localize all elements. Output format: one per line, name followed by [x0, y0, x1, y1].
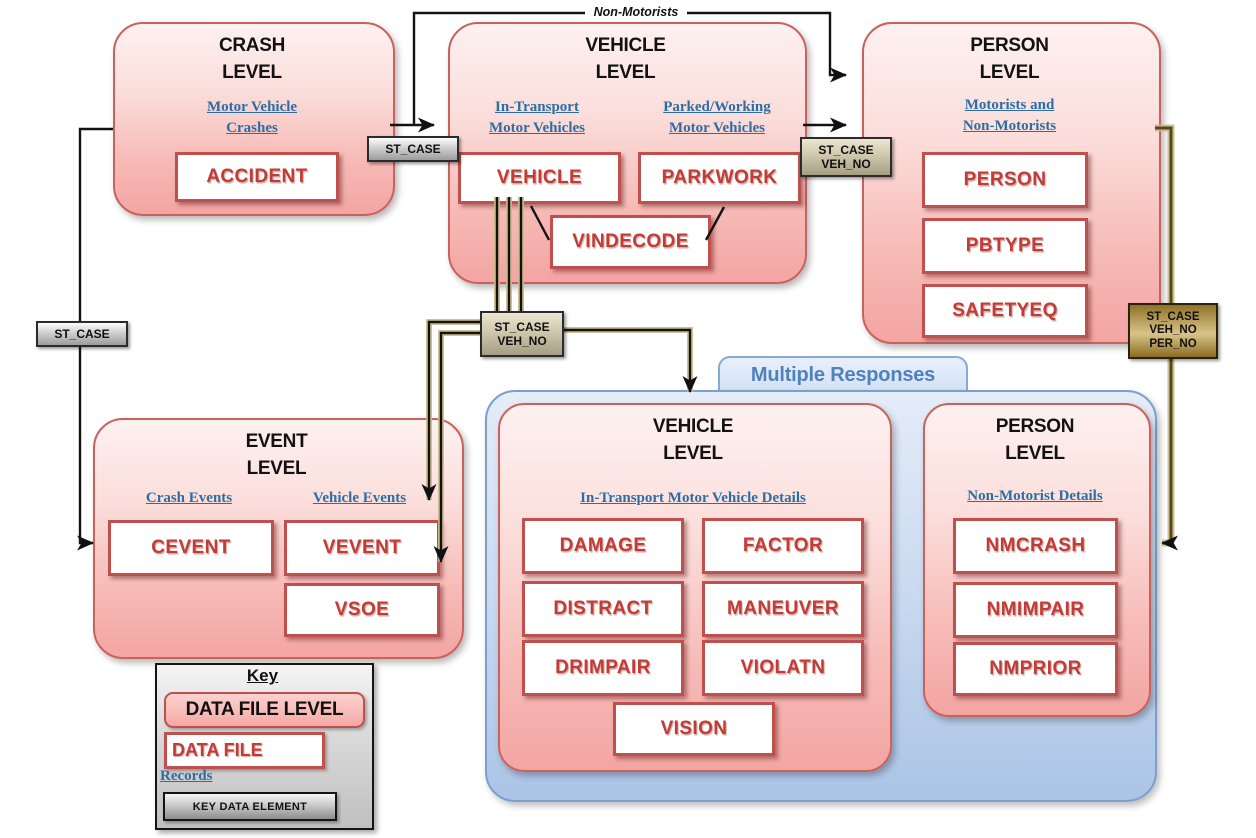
file-vindecode: VINDECODE [550, 215, 711, 269]
veh-label-top-line2: VEH_NO [821, 157, 871, 171]
in-transport-line2: Motor Vehicles [489, 120, 585, 136]
st-case-label-crash-vehicle: ST_CASE [367, 136, 459, 162]
crash-title-line2: LEVEL [222, 62, 282, 83]
per-label-line1: ST_CASE [1146, 310, 1200, 323]
file-damage: DAMAGE [522, 518, 684, 574]
legend-records: Records [160, 768, 213, 784]
crash-subtitle: Motor Vehicle Crashes [113, 97, 391, 139]
st-case-veh-no-label-mid: ST_CASE VEH_NO [480, 311, 564, 357]
person-subtitle-line1: Motorists and [964, 97, 1055, 113]
mr-person-subtitle: Non-Motorist Details [923, 486, 1147, 507]
file-distract: DISTRACT [522, 581, 684, 637]
st-case-veh-no-per-no-label: ST_CASE VEH_NO PER_NO [1128, 303, 1218, 359]
legend-key-data-element: KEY DATA ELEMENT [163, 792, 337, 821]
per-label-line3: PER_NO [1149, 337, 1197, 350]
file-drimpair: DRIMPAIR [522, 640, 684, 696]
vehicle-title-line2: LEVEL [595, 62, 656, 83]
mr-person-level-title: PERSON LEVEL [923, 413, 1147, 467]
veh-label-mid-line2: VEH_NO [497, 334, 547, 348]
crash-subtitle-line2: Crashes [226, 120, 278, 136]
parked-line1: Parked/Working [663, 99, 771, 115]
event-title-line2: LEVEL [246, 458, 307, 479]
crash-events-subtitle: Crash Events [100, 488, 278, 509]
veh-label-mid-line1: ST_CASE [494, 320, 550, 334]
file-cevent: CEVENT [108, 520, 274, 576]
multiple-responses-label: Multiple Responses [750, 364, 936, 386]
file-pbtype: PBTYPE [922, 218, 1088, 274]
file-nmimpair: NMIMPAIR [953, 582, 1118, 638]
person-level-title: PERSON LEVEL [862, 32, 1157, 86]
file-factor: FACTOR [702, 518, 864, 574]
crash-level-title: CRASH LEVEL [113, 32, 391, 86]
file-vehicle: VEHICLE [458, 152, 621, 204]
st-case-label-crash-event: ST_CASE [36, 321, 128, 347]
parked-line2: Motor Vehicles [669, 120, 765, 136]
event-level-title: EVENT LEVEL [93, 428, 460, 482]
mr-vehicle-subtitle-text: In-Transport Motor Vehicle Details [580, 490, 806, 506]
file-nmcrash: NMCRASH [953, 518, 1118, 574]
file-nmprior: NMPRIOR [953, 642, 1118, 696]
in-transport-line1: In-Transport [495, 99, 579, 115]
in-transport-subtitle: In-Transport Motor Vehicles [452, 97, 622, 139]
file-safetyeq: SAFETYEQ [922, 284, 1088, 338]
parked-working-subtitle: Parked/Working Motor Vehicles [628, 97, 806, 139]
person-title-line1: PERSON [970, 35, 1049, 56]
event-title-line1: EVENT [245, 431, 308, 452]
file-parkwork: PARKWORK [638, 152, 801, 204]
mr-vehicle-level-title: VEHICLE LEVEL [498, 413, 888, 467]
legend-data-file-level: DATA FILE LEVEL [164, 692, 365, 728]
file-vevent: VEVENT [284, 520, 440, 576]
crash-subtitle-line1: Motor Vehicle [206, 99, 298, 115]
crash-title-line1: CRASH [218, 35, 286, 56]
file-vision: VISION [613, 702, 775, 756]
file-maneuver: MANEUVER [702, 581, 864, 637]
person-subtitle-line2: Non-Motorists [962, 118, 1057, 134]
vehicle-level-title: VEHICLE LEVEL [448, 32, 803, 86]
mr-vehicle-title-line2: LEVEL [663, 443, 723, 464]
mr-vehicle-subtitle: In-Transport Motor Vehicle Details [498, 488, 888, 509]
legend-title: Key [246, 666, 279, 685]
mr-person-subtitle-text: Non-Motorist Details [967, 488, 1103, 504]
file-person: PERSON [922, 152, 1088, 208]
file-vsoe: VSOE [284, 583, 440, 637]
non-motorists-connector-label: Non-Motorists [585, 2, 687, 21]
legend-data-file: DATA FILE [164, 732, 325, 769]
mr-vehicle-title-line1: VEHICLE [652, 416, 734, 437]
crash-events-label: Crash Events [145, 490, 233, 506]
veh-label-top-line1: ST_CASE [818, 143, 874, 157]
vehicle-events-subtitle: Vehicle Events [272, 488, 447, 509]
per-label-line2: VEH_NO [1149, 324, 1197, 337]
st-case-veh-no-label-top: ST_CASE VEH_NO [800, 137, 892, 177]
mr-person-title-line1: PERSON [995, 416, 1075, 437]
vehicle-title-line1: VEHICLE [585, 35, 666, 56]
vehicle-events-label: Vehicle Events [312, 490, 407, 506]
person-title-line2: LEVEL [979, 62, 1040, 83]
file-violatn: VIOLATN [702, 640, 864, 696]
person-subtitle: Motorists and Non-Motorists [862, 95, 1157, 137]
file-accident: ACCIDENT [175, 152, 339, 202]
mr-person-title-line2: LEVEL [1005, 443, 1065, 464]
